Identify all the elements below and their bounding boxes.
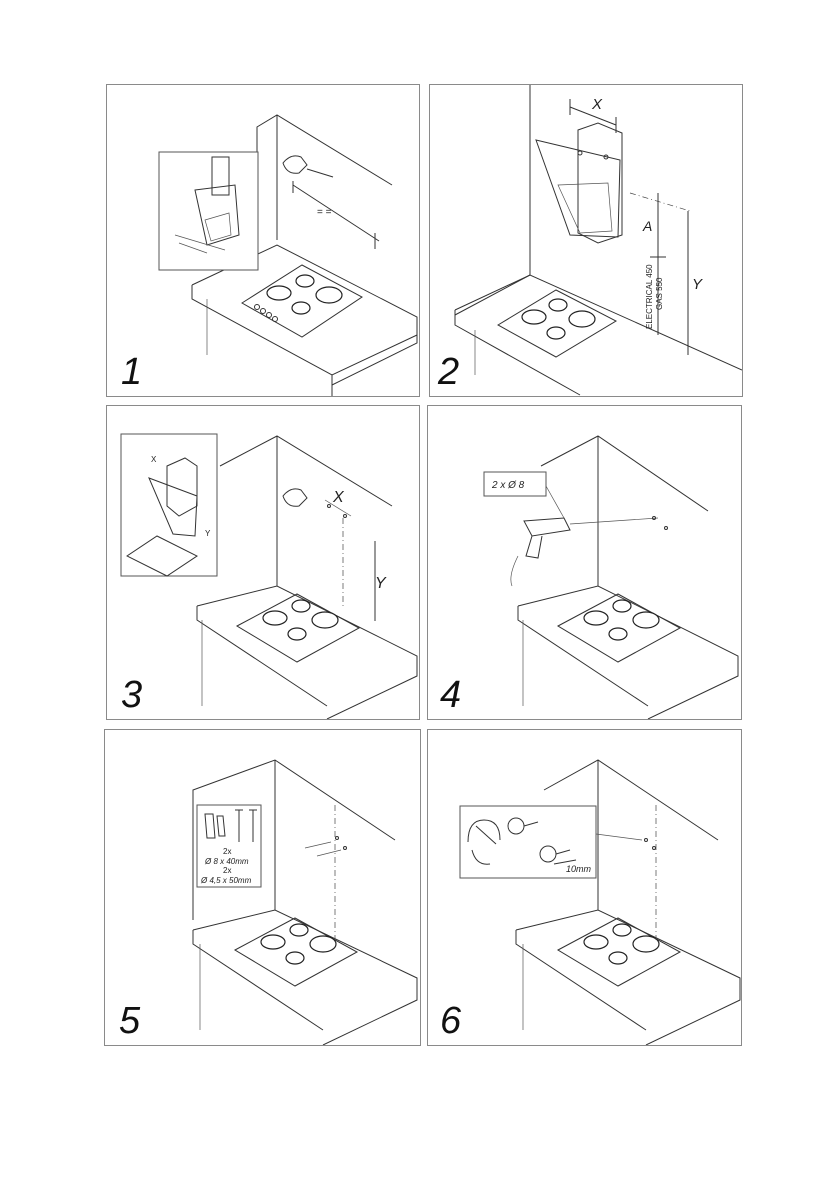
- step-4-panel: 2 x Ø 8 4: [427, 405, 742, 720]
- step-3-illustration: X Y X Y: [107, 406, 419, 719]
- step-5-illustration: 2x Ø 8 x 40mm 2x Ø 4,5 x 50mm: [105, 730, 420, 1045]
- drill-icon: [511, 518, 658, 586]
- screw-quantity-label: 2x: [223, 866, 231, 875]
- dimension-y-label: Y: [692, 276, 703, 293]
- step-number: 1: [121, 353, 142, 391]
- plug-quantity-label: 2x: [223, 847, 231, 856]
- step-4-illustration: 2 x Ø 8: [428, 406, 741, 719]
- dimension-y-label: Y: [375, 575, 387, 592]
- plug-spec-label: Ø 8 x 40mm: [204, 857, 249, 866]
- dimension-x-label: X: [332, 489, 345, 506]
- step-5-panel: 2x Ø 8 x 40mm 2x Ø 4,5 x 50mm 5: [104, 729, 421, 1046]
- svg-text:= =: = =: [317, 207, 332, 218]
- step-number: 5: [119, 1002, 140, 1040]
- dimension-a-label: A: [642, 218, 652, 234]
- cooker-hood: [536, 123, 622, 243]
- hob: [558, 918, 680, 986]
- step-number: 4: [440, 676, 461, 714]
- hob: [235, 918, 357, 986]
- step-1-illustration: = =: [107, 85, 419, 396]
- step-6-panel: 10mm 6: [427, 729, 742, 1046]
- step-2-illustration: X A Y ELECTRICAL 450 GAS 550: [430, 85, 742, 396]
- hob: [558, 594, 680, 662]
- step-6-illustration: 10mm: [428, 730, 741, 1045]
- step-number: 6: [440, 1002, 461, 1040]
- step-number: 3: [121, 676, 142, 714]
- drill-bit-label: 2 x Ø 8: [491, 480, 525, 491]
- hob: [237, 594, 359, 662]
- hob: [498, 290, 616, 357]
- dimension-x-label: X: [591, 96, 603, 113]
- step-number: 2: [438, 353, 459, 391]
- inset-x-label: X: [151, 455, 157, 464]
- screw-depth-label: 10mm: [566, 864, 592, 874]
- electrical-distance-label: ELECTRICAL 450: [645, 264, 654, 329]
- gas-distance-label: GAS 550: [655, 277, 664, 310]
- screw-spec-label: Ø 4,5 x 50mm: [200, 876, 252, 885]
- hob: [242, 265, 362, 337]
- step-3-panel: X Y X Y 3: [106, 405, 420, 720]
- step-2-panel: X A Y ELECTRICAL 450 GAS 550 2: [429, 84, 743, 397]
- step-1-panel: = = 1: [106, 84, 420, 397]
- inset-y-label: Y: [205, 529, 211, 538]
